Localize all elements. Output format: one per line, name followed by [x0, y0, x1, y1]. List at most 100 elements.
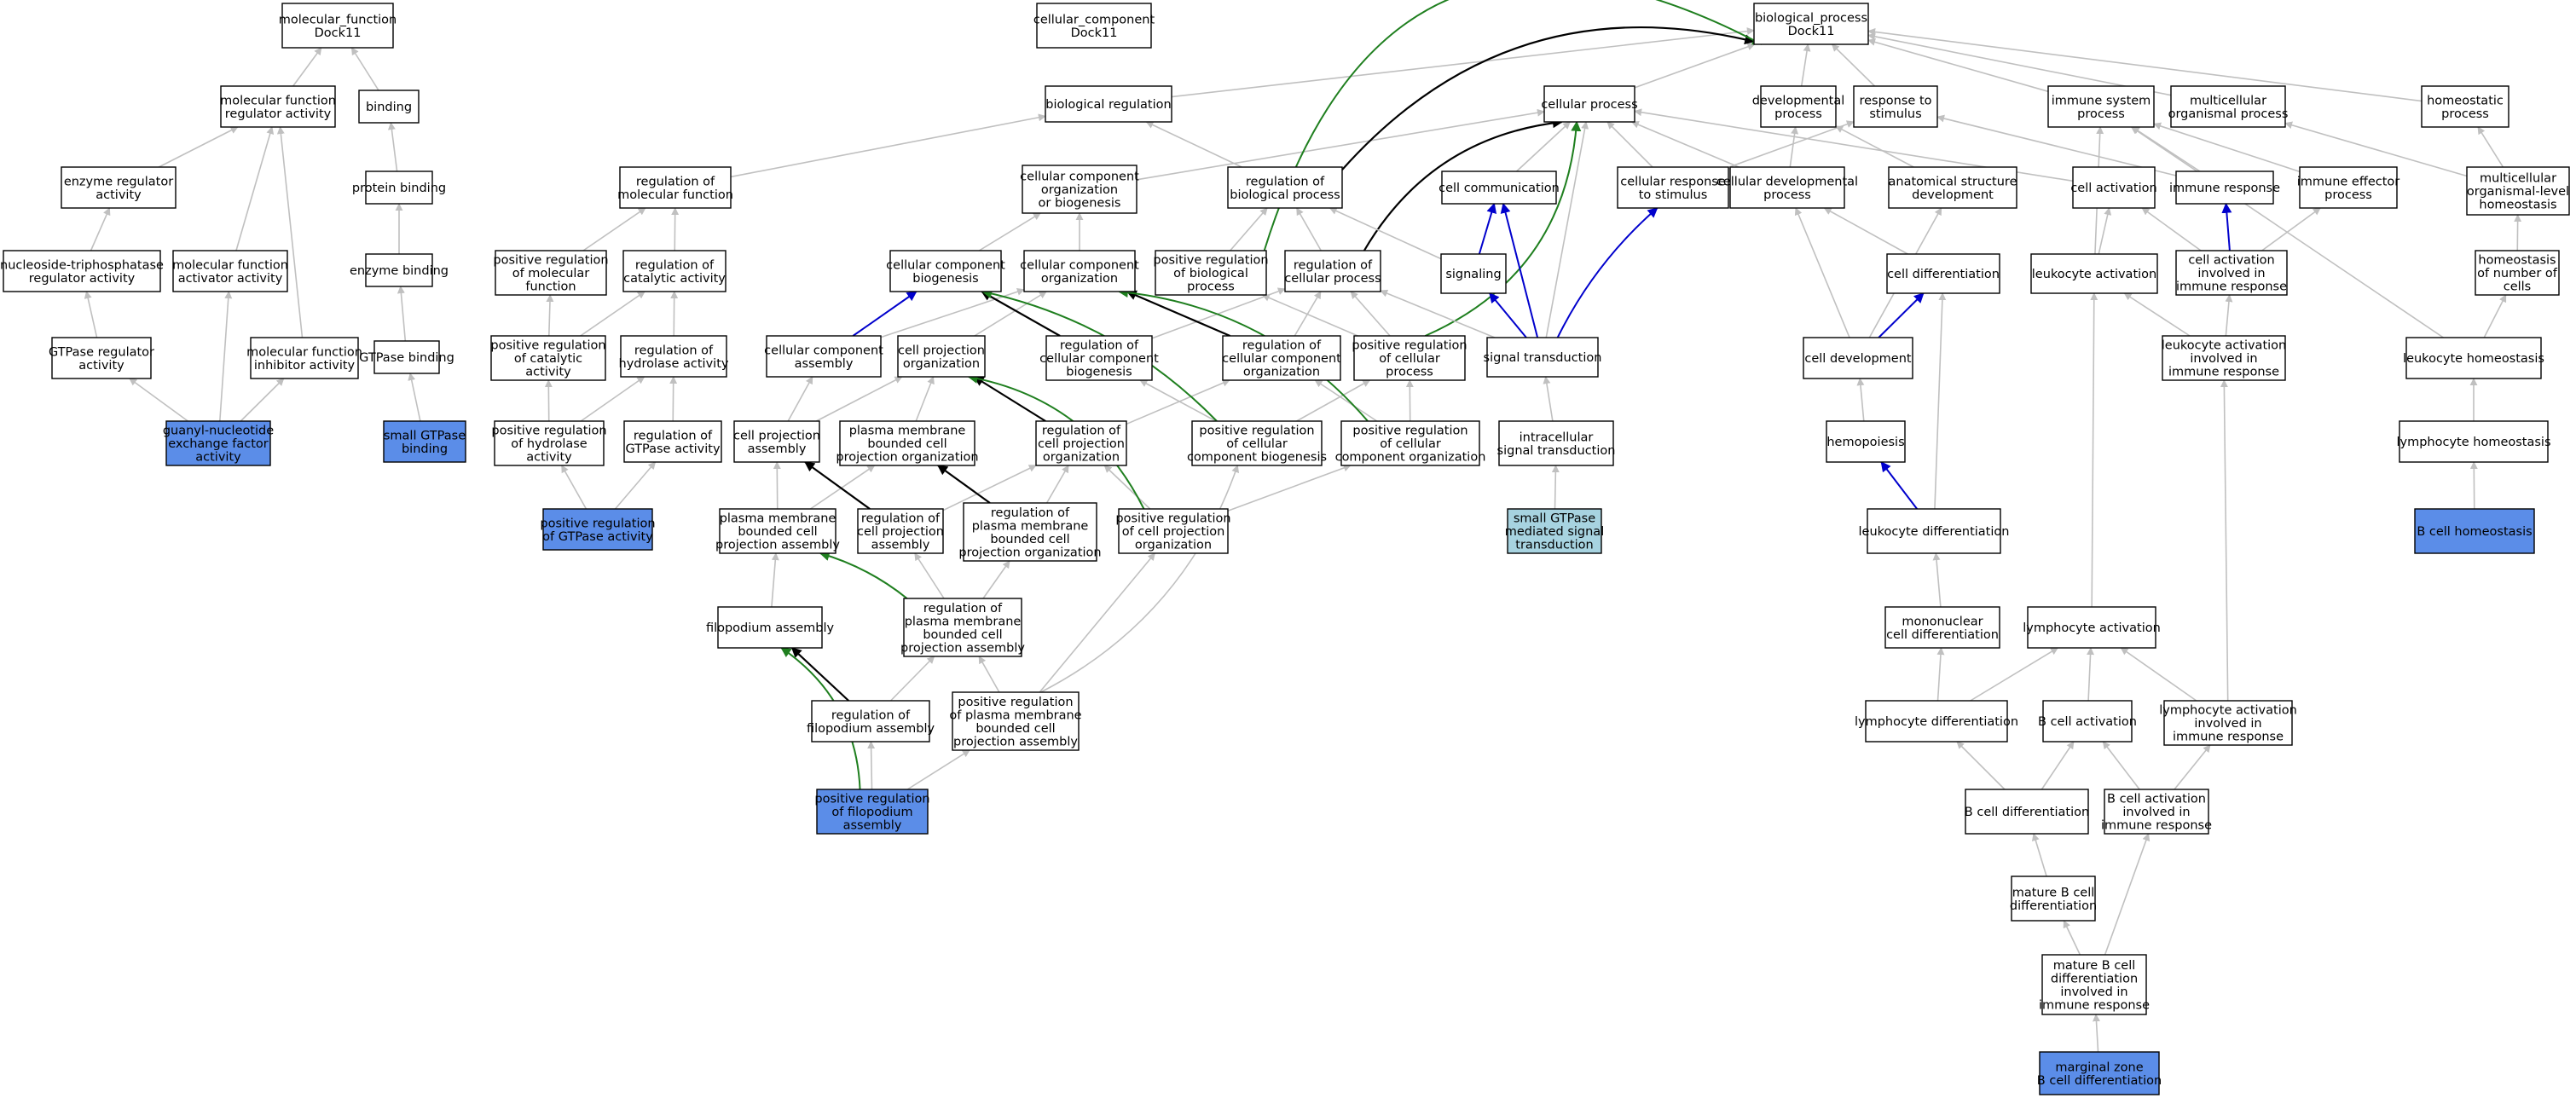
node-label: regulation of: [1246, 175, 1325, 188]
node-label: cell projection: [1038, 437, 1125, 451]
go-term-node-b-activation[interactable]: B cell activation: [2038, 700, 2137, 743]
go-term-node-cell-comm[interactable]: cell communication: [1439, 170, 1560, 205]
node-label: binding: [402, 442, 448, 456]
go-term-node-lymph-diff[interactable]: lymphocyte differentiation: [1855, 700, 2018, 743]
node-label: cellular component: [1020, 170, 1139, 184]
go-term-node-cell-activation[interactable]: cell activation: [2070, 166, 2157, 209]
go-term-node-b-diff[interactable]: B cell differentiation: [1965, 789, 2089, 835]
go-term-node-binding[interactable]: binding: [358, 90, 420, 124]
node-label: cellular process: [1284, 272, 1381, 286]
go-term-node-leuk-diff[interactable]: leukocyte differentiation: [1859, 508, 2010, 554]
go-term-node-enzyme-binding[interactable]: enzyme binding: [350, 253, 449, 287]
go-term-node-cell-process[interactable]: cellular process: [1541, 85, 1638, 123]
go-term-node-cell-diff[interactable]: cell differentiation: [1886, 253, 2000, 294]
go-term-node-signal-transduction[interactable]: signal transduction: [1484, 337, 1602, 378]
is-a-edge: [1145, 121, 1242, 168]
go-term-node-filopodium-assembly[interactable]: filopodium assembly: [706, 606, 835, 649]
go-term-node-hemopoiesis[interactable]: hemopoiesis: [1826, 420, 1906, 463]
go-term-node-b-homeostasis[interactable]: B cell homeostasis: [2414, 508, 2535, 554]
go-term-node-lymph-homeostasis[interactable]: lymphocyte homeostasis: [2396, 420, 2551, 463]
go-term-node-leuk-homeostasis[interactable]: leukocyte homeostasis: [2403, 337, 2544, 379]
node-label: regulation of: [634, 344, 714, 357]
go-term-node-leuk-activation[interactable]: leukocyte activation: [2030, 253, 2158, 294]
go-term-node-signaling[interactable]: signaling: [1440, 253, 1507, 294]
node-box: [365, 253, 433, 287]
go-term-node-lymph-activation[interactable]: lymphocyte activation: [2023, 606, 2161, 649]
node-label: positive regulation: [491, 425, 606, 438]
go-term-node-bio-reg[interactable]: biological regulation: [1045, 85, 1172, 123]
node-label: hydrolase activity: [619, 357, 729, 371]
node-label: GTPase binding: [359, 351, 454, 365]
node-box: [889, 250, 1002, 292]
go-term-node-cell-dev[interactable]: cell development: [1803, 337, 1913, 379]
go-term-node-immune-response[interactable]: immune response: [2169, 170, 2280, 205]
go-term-node-protein-binding[interactable]: protein binding: [352, 170, 446, 205]
go-term-node-gtpase-binding[interactable]: GTPase binding: [359, 340, 454, 374]
